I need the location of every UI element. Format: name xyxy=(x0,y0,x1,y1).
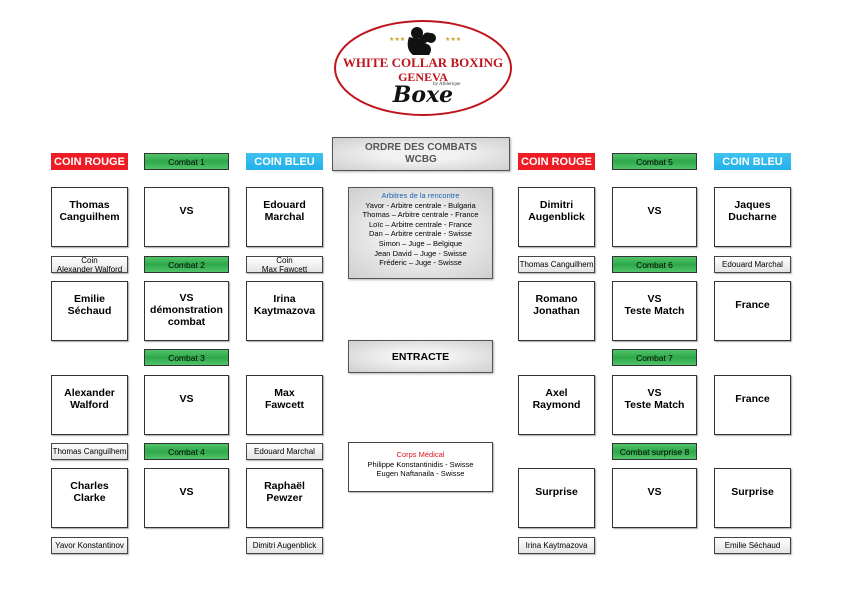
right-vs-box-3: VS Teste Match xyxy=(612,375,697,435)
right-red-fighter-1: Dimitri Augenblick xyxy=(518,187,595,247)
stars-left: ★★★ xyxy=(389,37,406,43)
right-blue-fighter-3: France xyxy=(714,375,791,435)
left-vs-box-2: VS démonstration combat xyxy=(144,281,229,341)
right-coin-rouge-header: COIN ROUGE xyxy=(518,153,595,170)
right-red-coin-4: Irina Kaytmazova xyxy=(518,537,595,554)
left-combat-label-2: Combat 2 xyxy=(144,256,229,273)
right-combat-label-1: Combat 5 xyxy=(612,153,697,170)
right-vs-box-3-text: VS Teste Match xyxy=(624,387,685,411)
left-blue-fighter-4: Raphaël Pewzer xyxy=(246,468,323,528)
right-blue-fighter-2-text: France xyxy=(735,299,770,311)
referee-item: Simon – Juge – Belgique xyxy=(378,238,463,248)
left-coin-bleu-header: COIN BLEU xyxy=(246,153,323,170)
left-red-fighter-4: Charles Clarke xyxy=(51,468,128,528)
right-red-fighter-2: Romano Jonathan xyxy=(518,281,595,341)
right-red-fighter-1-text: Dimitri Augenblick xyxy=(528,199,585,223)
left-vs-box-4: VS xyxy=(144,468,229,528)
referee-item: Loïc – Arbitre centrale - France xyxy=(369,219,472,229)
right-blue-fighter-1-text: Jaques Ducharne xyxy=(728,199,777,223)
left-red-fighter-2-text: Emilie Séchaud xyxy=(67,293,112,317)
right-coin-bleu-header: COIN BLEU xyxy=(714,153,791,170)
logo: ★★★ ★★★ WHITE COLLAR BOXING GENEVA by At… xyxy=(333,19,513,117)
left-vs-box-4-text: VS xyxy=(179,486,194,498)
right-red-fighter-3: Axel Raymond xyxy=(518,375,595,435)
left-blue-fighter-3: Max Fawcett xyxy=(246,375,323,435)
right-combat-label-2: Combat 6 xyxy=(612,256,697,273)
referee-item: Jean David – Juge - Swisse xyxy=(374,248,467,258)
medical-box: Corps Médical Philippe Konstantinidis - … xyxy=(348,442,493,492)
left-vs-box-1: VS xyxy=(144,187,229,247)
right-blue-fighter-2: France xyxy=(714,281,791,341)
referee-item: Yavor - Arbitre centrale - Bulgaria xyxy=(365,200,476,210)
left-red-fighter-1-text: Thomas Canguilhem xyxy=(59,199,120,223)
right-vs-box-2: VS Teste Match xyxy=(612,281,697,341)
medical-item: Eugen Naftanaila - Swisse xyxy=(376,469,465,479)
left-vs-box-3-text: VS xyxy=(179,393,194,405)
referee-item: Dan – Arbitre centrale - Swisse xyxy=(369,229,472,239)
left-red-fighter-1: Thomas Canguilhem xyxy=(51,187,128,247)
logo-byline: by Athlerique xyxy=(433,82,461,87)
left-vs-box-1-text: VS xyxy=(179,205,194,217)
logo-oval xyxy=(334,20,512,116)
right-blue-fighter-4-text: Surprise xyxy=(731,486,774,498)
referees-title: Arbitres de la rencontre xyxy=(381,191,460,200)
left-blue-fighter-1: Edouard Marchal xyxy=(246,187,323,247)
left-blue-fighter-2: Irina Kaytmazova xyxy=(246,281,323,341)
right-blue-fighter-1: Jaques Ducharne xyxy=(714,187,791,247)
logo-line2: GENEVA xyxy=(398,70,448,84)
left-red-fighter-4-text: Charles Clarke xyxy=(70,480,109,504)
left-coin-rouge-header: COIN ROUGE xyxy=(51,153,128,170)
right-blue-coin-4: Emilie Séchaud xyxy=(714,537,791,554)
right-blue-fighter-4: Surprise xyxy=(714,468,791,528)
left-blue-fighter-1-text: Edouard Marchal xyxy=(263,199,306,223)
left-combat-label-4: Combat 4 xyxy=(144,443,229,460)
entracte-box: ENTRACTE xyxy=(348,340,493,373)
left-red-fighter-3: Alexander Walford xyxy=(51,375,128,435)
right-vs-box-4: VS xyxy=(612,468,697,528)
left-red-fighter-2: Emilie Séchaud xyxy=(51,281,128,341)
right-red-fighter-3-text: Axel Raymond xyxy=(532,387,581,411)
right-vs-box-1: VS xyxy=(612,187,697,247)
left-combat-label-3: Combat 3 xyxy=(144,349,229,366)
logo-line1: WHITE COLLAR BOXING xyxy=(342,55,504,70)
left-blue-fighter-4-text: Raphaël Pewzer xyxy=(264,480,305,504)
right-red-fighter-4: Surprise xyxy=(518,468,595,528)
medical-item: Philippe Konstantinidis - Swisse xyxy=(367,459,474,469)
left-vs-box-3: VS xyxy=(144,375,229,435)
medical-title: Corps Médical xyxy=(396,450,445,459)
right-vs-box-4-text: VS xyxy=(647,486,662,498)
left-red-coin-4: Yavor Konstantinov xyxy=(51,537,128,554)
left-blue-coin-3: Edouard Marchal xyxy=(246,443,323,460)
left-red-coin-1: Coin Alexander Walford xyxy=(51,256,128,274)
entracte-label: ENTRACTE xyxy=(391,350,450,363)
order-title-line2: WCBG xyxy=(405,154,437,165)
right-red-coin-1: Thomas Canguilhem xyxy=(518,256,595,273)
left-blue-coin-1: Coin Max Fawcett xyxy=(246,256,323,274)
logo-brand: Boxe xyxy=(392,82,454,108)
left-blue-coin-4: Dimitri Augenblick xyxy=(246,537,323,554)
right-vs-box-2-text: VS Teste Match xyxy=(624,293,685,317)
right-vs-box-1-text: VS xyxy=(647,205,662,217)
left-combat-label-1: Combat 1 xyxy=(144,153,229,170)
order-title-box: ORDRE DES COMBATS WCBG xyxy=(332,137,510,171)
right-blue-coin-1: Edouard Marchal xyxy=(714,256,791,273)
left-vs-box-2-text: VS démonstration combat xyxy=(150,292,223,328)
left-red-fighter-3-text: Alexander Walford xyxy=(64,387,115,411)
boxer-icon xyxy=(407,27,436,55)
right-blue-fighter-3-text: France xyxy=(735,393,770,405)
order-title-line1: ORDRE DES COMBATS xyxy=(364,142,478,153)
referees-box: Arbitres de la rencontre Yavor - Arbitre… xyxy=(348,187,493,279)
right-combat-label-4: Combat surprise 8 xyxy=(612,443,697,460)
right-red-fighter-2-text: Romano Jonathan xyxy=(533,293,580,317)
right-combat-label-3: Combat 7 xyxy=(612,349,697,366)
left-red-coin-3: Thomas Canguilhem xyxy=(51,443,128,460)
referee-item: Fréderic – Juge - Swisse xyxy=(379,258,462,268)
left-blue-fighter-2-text: Irina Kaytmazova xyxy=(253,293,316,317)
left-blue-fighter-3-text: Max Fawcett xyxy=(264,387,305,411)
stars-right: ★★★ xyxy=(445,37,462,43)
referee-item: Thomas – Arbitre centrale - France xyxy=(362,210,479,220)
right-red-fighter-4-text: Surprise xyxy=(535,486,578,498)
